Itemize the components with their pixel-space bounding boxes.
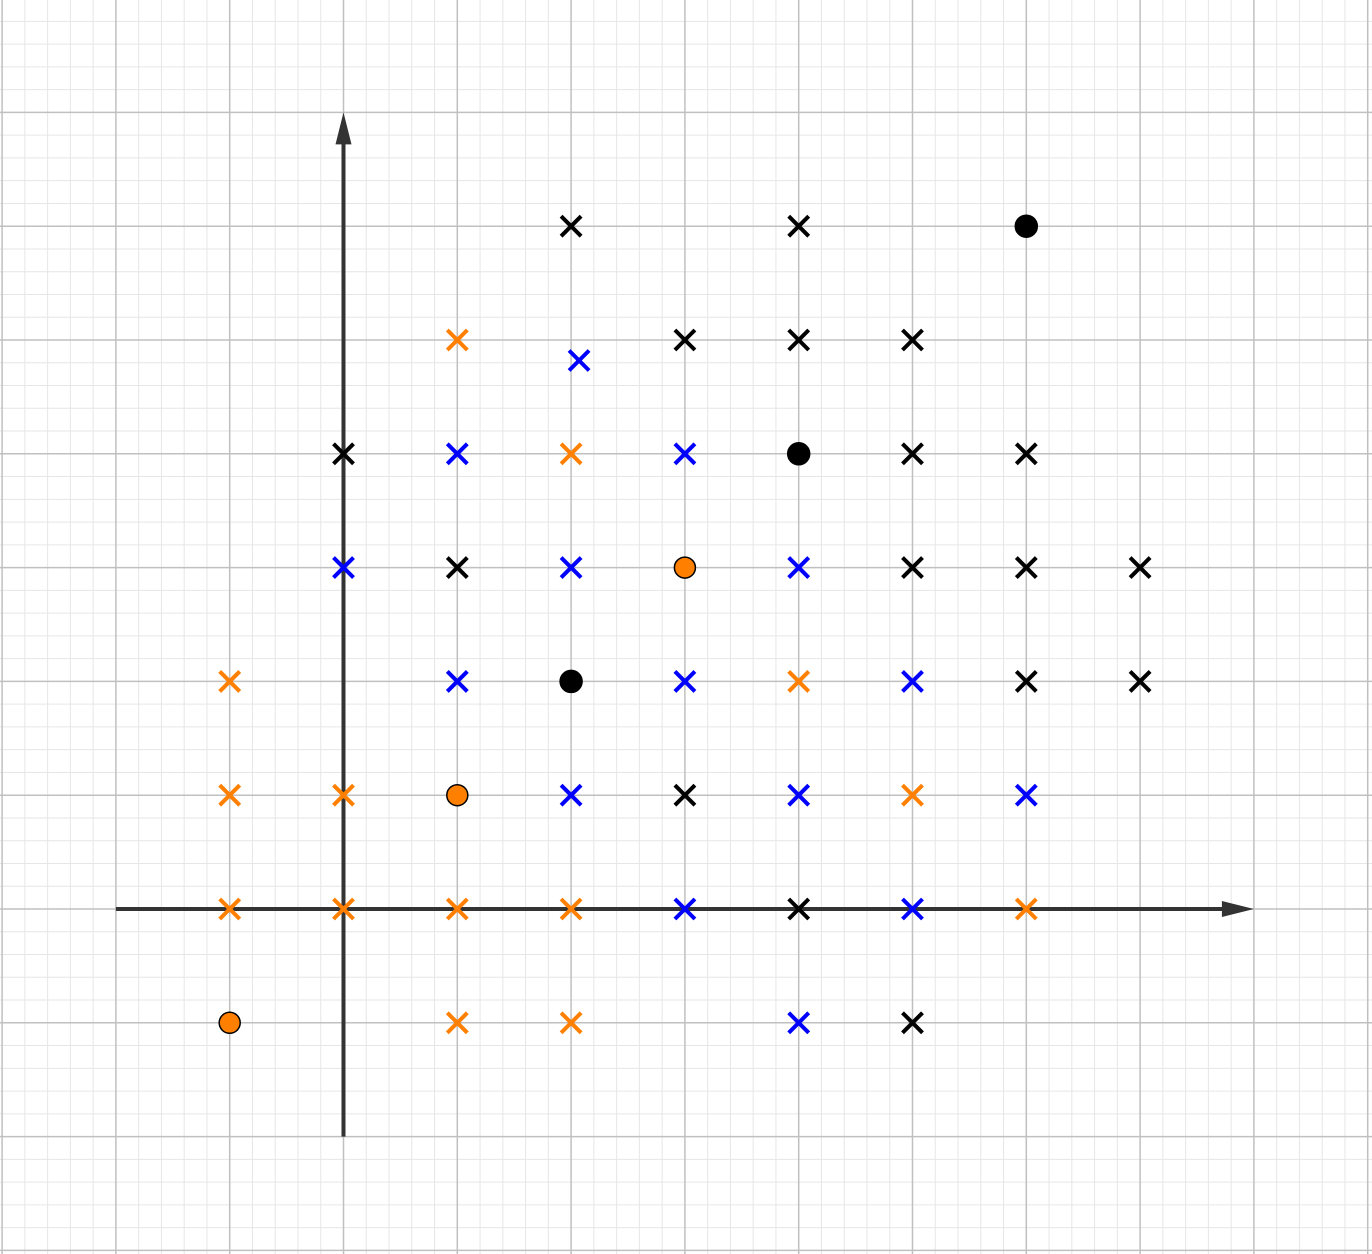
black-cross-point xyxy=(1128,669,1152,693)
orange-cross-point xyxy=(218,669,242,693)
blue-cross-point xyxy=(673,669,697,693)
blue-cross-point xyxy=(673,442,697,466)
black-cross-point xyxy=(901,1011,924,1035)
blue-cross-point xyxy=(901,669,924,693)
black-cross-point xyxy=(901,442,924,466)
blue-cross-point xyxy=(901,897,924,921)
blue-cross-point xyxy=(445,442,469,466)
data-points xyxy=(218,214,1152,1035)
black-dot-point xyxy=(1014,214,1039,238)
orange-cross-point xyxy=(445,1011,469,1035)
blue-cross-point xyxy=(673,897,697,921)
black-cross-point xyxy=(673,783,697,807)
orange-cross-point xyxy=(901,783,924,807)
black-cross-point xyxy=(332,442,355,466)
orange-cross-point xyxy=(1014,897,1038,921)
black-cross-point xyxy=(673,328,697,352)
blue-cross-point xyxy=(787,556,811,580)
black-cross-point xyxy=(1014,442,1038,466)
orange-cross-point xyxy=(218,783,242,807)
black-cross-point xyxy=(445,556,469,580)
blue-cross-point xyxy=(567,349,591,372)
blue-cross-point xyxy=(787,783,811,807)
orange-cross-point xyxy=(218,897,242,921)
axes xyxy=(115,112,1254,1137)
black-cross-point xyxy=(901,556,924,580)
blue-cross-point xyxy=(559,556,583,580)
blue-cross-point xyxy=(787,1011,811,1035)
blue-cross-point xyxy=(445,669,469,693)
orange-dot-point xyxy=(218,1011,241,1035)
black-cross-point xyxy=(787,214,811,238)
orange-cross-point xyxy=(445,897,469,921)
orange-cross-point xyxy=(559,442,583,466)
blue-cross-point xyxy=(1014,783,1038,807)
black-cross-point xyxy=(1014,669,1038,693)
orange-dot-point xyxy=(446,783,469,807)
black-cross-point xyxy=(559,214,583,238)
orange-cross-point xyxy=(445,328,469,352)
black-dot-point xyxy=(559,669,583,694)
orange-cross-point xyxy=(559,897,583,921)
orange-dot-point xyxy=(673,556,697,579)
orange-cross-point xyxy=(559,1011,583,1035)
black-cross-point xyxy=(787,328,811,352)
black-dot-point xyxy=(786,442,811,466)
blue-cross-point xyxy=(332,556,355,580)
black-cross-point xyxy=(1014,556,1038,580)
y-axis-arrow-icon xyxy=(335,112,352,145)
orange-cross-point xyxy=(787,669,811,693)
blue-cross-point xyxy=(559,783,583,807)
black-cross-point xyxy=(787,897,811,921)
black-cross-point xyxy=(901,328,924,352)
x-axis-arrow-icon xyxy=(1221,901,1254,917)
orange-cross-point xyxy=(332,783,355,807)
orange-cross-point xyxy=(332,897,355,921)
black-cross-point xyxy=(1128,556,1152,580)
